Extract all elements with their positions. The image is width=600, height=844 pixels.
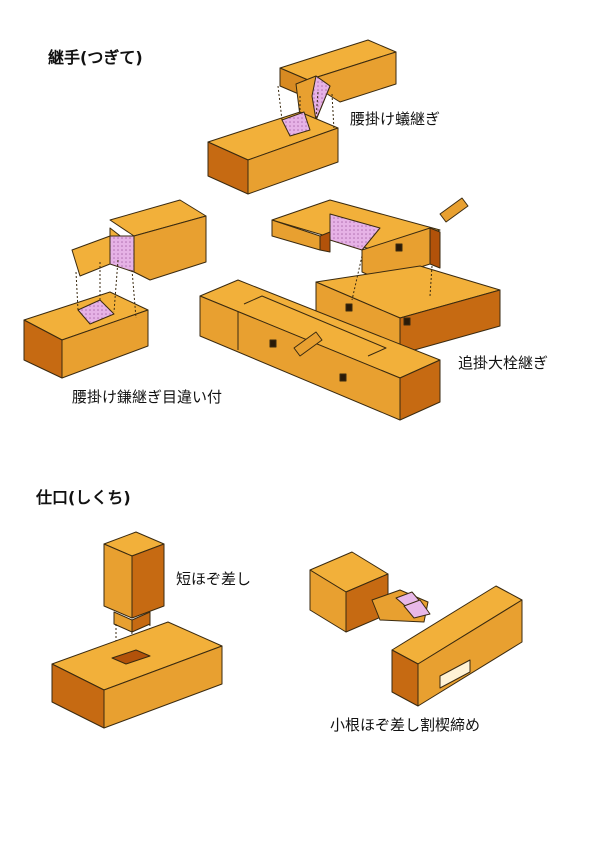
kone-wedge-2	[403, 599, 431, 619]
okkake-lower-side	[399, 289, 501, 355]
post-front	[103, 543, 133, 619]
tanhozo-joint	[51, 531, 223, 729]
koshikake-ari-label: 腰掛け蟻継ぎ	[350, 110, 441, 128]
okkake-upper-end-dark	[429, 227, 441, 269]
assembled-peg-hole-1	[269, 339, 277, 348]
okkake-peg-hole-1	[395, 243, 403, 252]
kone-joint	[309, 551, 523, 707]
okkake-label: 追掛大栓継ぎ	[458, 354, 549, 372]
okkake-peg	[439, 197, 469, 223]
okkake-peg-hole-3	[403, 317, 411, 326]
kone-mortise	[439, 659, 471, 689]
okkake-peg-hole-2	[345, 303, 353, 312]
kama-hook-face	[109, 235, 135, 273]
sill-side	[103, 645, 223, 729]
assembled-peg	[293, 331, 323, 357]
koshikake-ari-joint	[207, 39, 397, 195]
kama-lower-end	[23, 319, 63, 379]
assembled-scarf-line	[243, 295, 387, 357]
okkake-joint	[199, 197, 501, 421]
sill-mortise	[111, 649, 151, 665]
kone-label: 小根ほぞ差し割楔締め	[330, 716, 481, 734]
dovetail-mortise	[281, 111, 311, 137]
assembled-beam-side	[399, 359, 441, 421]
koshikake-kama-label: 腰掛け鎌継ぎ目違い付	[72, 388, 223, 406]
tanhozo-label: 短ほぞ差し	[176, 570, 252, 588]
lower-beam-end	[207, 141, 249, 195]
kama-mortise	[77, 299, 115, 325]
shikuchi-heading: 仕口(しくち)	[36, 488, 131, 507]
koshikake-kama-joint	[23, 199, 207, 379]
assembled-peg-hole-2	[339, 373, 347, 382]
post-side	[131, 543, 165, 619]
okkake-upper-end	[319, 231, 331, 253]
tsugite-heading: 継手(つぎて)	[48, 48, 143, 67]
